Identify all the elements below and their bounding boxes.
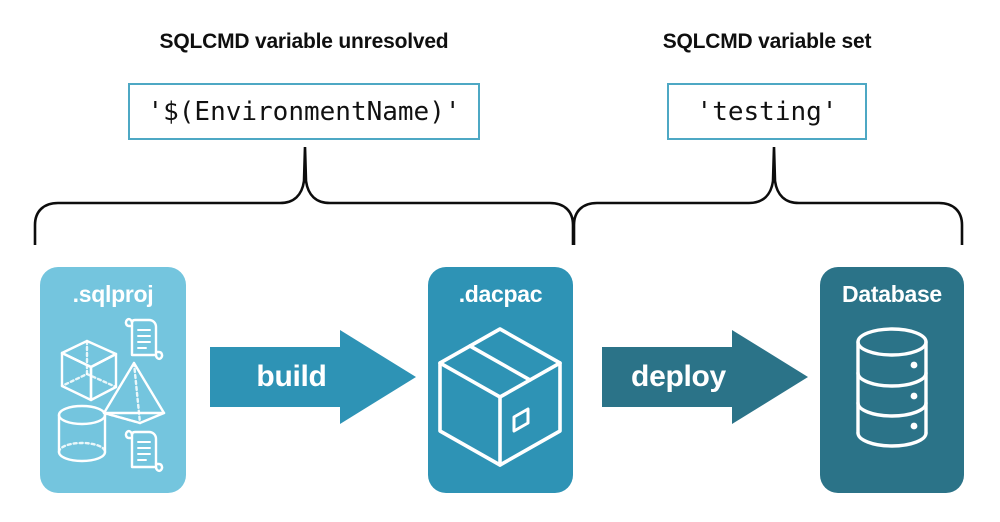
sqlproj-icon-group: [40, 313, 186, 489]
stage-box-dacpac[interactable]: .dacpac: [428, 267, 573, 493]
heading-sqlcmd-variable-set: SQLCMD variable set: [662, 30, 872, 53]
code-text-testing: 'testing': [696, 96, 838, 127]
package-box-icon: [438, 327, 562, 467]
stage-box-database[interactable]: Database: [820, 267, 964, 493]
scroll-icon: [124, 430, 164, 472]
dacpac-icon-group: [428, 313, 573, 489]
stage-box-sqlproj[interactable]: .sqlproj: [40, 267, 186, 493]
stage-label-database: Database: [842, 281, 942, 307]
scroll-icon: [124, 318, 164, 360]
arrow-deploy[interactable]: deploy: [602, 330, 808, 424]
code-text-environment-name: '$(EnvironmentName)': [147, 96, 461, 127]
pyramid-icon: [102, 361, 166, 425]
database-cylinder-icon: [856, 327, 928, 448]
heading-sqlcmd-variable-unresolved: SQLCMD variable unresolved: [159, 30, 449, 53]
stage-label-sqlproj: .sqlproj: [72, 281, 154, 307]
cylinder-icon: [57, 404, 107, 463]
code-box-testing: 'testing': [667, 83, 867, 140]
arrow-build-shape: [210, 330, 416, 424]
database-icon-group: [820, 313, 964, 489]
cube-icon: [60, 339, 118, 402]
arrow-deploy-shape: [602, 330, 808, 424]
arrow-build[interactable]: build: [210, 330, 416, 424]
brace-right-icon: [566, 145, 970, 245]
code-box-environment-name: '$(EnvironmentName)': [128, 83, 480, 140]
stage-label-dacpac: .dacpac: [458, 281, 543, 307]
brace-left-icon: [26, 145, 582, 245]
